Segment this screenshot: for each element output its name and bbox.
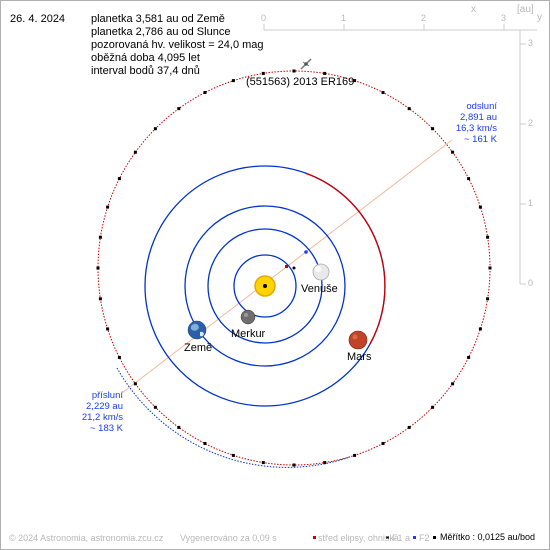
orbit-point-marker [133, 382, 137, 386]
x-tick-label: 1 [341, 13, 347, 23]
perihelion-label: přísluní 2,229 au 21,2 km/s ~ 183 K [82, 390, 123, 434]
orbit-point-marker [177, 425, 181, 429]
earth-orbit-marker [285, 265, 288, 268]
x-tick-label: 0 [261, 13, 267, 23]
orbit-point-marker [488, 266, 492, 270]
venus-label: Venuše [301, 283, 338, 295]
orbit-point-marker [486, 297, 490, 301]
earth-label: Země [184, 342, 213, 354]
orbit-point-marker [231, 79, 235, 83]
x-axis-ticks [263, 24, 505, 30]
mercury-orbit [233, 254, 297, 318]
orbit-point-marker [98, 235, 102, 239]
venus-icon [312, 263, 330, 281]
orbit-point-marker [431, 405, 435, 409]
x-tick-label: 3 [501, 13, 507, 23]
y-tick-label: 0 [528, 278, 534, 288]
unit-label: [au] [517, 4, 534, 15]
orbit-point-marker [431, 127, 435, 131]
date-label: 26. 4. 2024 [10, 13, 66, 25]
orbit-point-marker [203, 442, 207, 445]
aphelion-temperature: ~ 161 K [463, 134, 497, 145]
scale-label: Měřítko : 0,0125 au/bod [440, 532, 536, 542]
mars-label: Mars [347, 351, 372, 363]
orbit-point-marker [203, 91, 207, 94]
focus-f2-marker [304, 250, 308, 254]
orbit-point-marker [292, 69, 296, 73]
orbit-point-marker [451, 382, 455, 386]
orbit-point-marker [106, 205, 110, 209]
info-line-1: planetka 3,581 au od Země [91, 13, 225, 25]
legend-ellipse-center: střed elipsy, ohniska [318, 533, 399, 543]
orbit-point-marker [153, 127, 157, 131]
ellipse-center-marker [292, 266, 296, 270]
orbit-point-marker [467, 355, 471, 359]
aphelion-title: odsluní [466, 101, 497, 112]
orbit-point-marker [106, 327, 110, 331]
asteroid-position-icon [300, 58, 312, 70]
aphelion-speed: 16,3 km/s [455, 123, 497, 134]
orbit-point-marker [323, 71, 327, 75]
mercury-label: Merkur [231, 328, 266, 340]
scale-legend-marker [433, 536, 436, 539]
y-tick-label: 3 [528, 38, 534, 48]
orbit-point-marker [353, 453, 357, 457]
orbit-point-marker [478, 205, 482, 209]
mercury-icon [240, 309, 256, 325]
orbit-point-marker [451, 150, 455, 154]
y-axis-ticks [520, 43, 526, 285]
ellipse-center-legend-marker [313, 536, 316, 539]
orbit-point-marker [381, 91, 385, 94]
info-line-3: pozorovaná hv. velikost = 24,0 mag [91, 39, 264, 51]
aphelion-label: odsluní 2,891 au 16,3 km/s ~ 161 K [456, 101, 497, 145]
info-line-2: planetka 2,786 au od Slunce [91, 26, 231, 38]
orbit-point-marker [153, 405, 157, 409]
mars-orbit-red-arc [304, 172, 386, 345]
y-axis-label: y [537, 12, 542, 23]
orbit-point-marker [407, 425, 411, 429]
x-tick-label: 2 [421, 13, 427, 23]
f1-legend-marker [386, 536, 389, 539]
copyright-text: © 2024 Astronomia, astronomia.zcu.cz [9, 533, 164, 543]
orbit-point-marker [381, 442, 385, 445]
perihelion-distance: 2,229 au [86, 401, 123, 412]
orbit-point-marker [478, 327, 482, 331]
object-name: (551563) 2013 ER169 [246, 76, 355, 88]
venus-orbit [207, 228, 323, 344]
orbit-point-marker [261, 71, 265, 75]
perihelion-temperature: ~ 183 K [89, 423, 123, 434]
y-tick-label: 2 [528, 118, 534, 128]
asteroid-orbit-blue-arc [116, 367, 351, 468]
perihelion-title: přísluní [91, 390, 123, 401]
generated-time: Vygenerováno za 0,09 s [180, 533, 277, 543]
orbit-point-marker [98, 297, 102, 301]
legend-f1: F1 a [392, 533, 411, 543]
info-line-5: interval bodů 37,4 dnů [91, 65, 200, 77]
orbit-point-marker [117, 355, 121, 359]
info-line-4: oběžná doba 4,095 let [91, 52, 200, 64]
aphelion-distance: 2,891 au [460, 112, 497, 123]
orbit-point-marker [117, 177, 121, 181]
y-tick-label: 1 [528, 198, 534, 208]
orbit-point-marker [292, 463, 296, 467]
orbit-point-marker [177, 107, 181, 111]
orbit-point-marker [323, 461, 327, 465]
orbit-point-marker [96, 266, 100, 270]
orbit-point-marker [407, 107, 411, 111]
mars-icon [348, 330, 368, 350]
orbit-point-marker [133, 150, 137, 154]
orbit-point-marker [353, 79, 357, 83]
orbit-point-marker [261, 461, 265, 465]
asteroid-orbit-points [96, 69, 492, 467]
orbit-point-marker [467, 177, 471, 181]
x-axis-label: x [471, 4, 476, 15]
legend-f2: F2 [419, 533, 430, 543]
orbit-point-marker [486, 235, 490, 239]
earth-orbit [184, 205, 346, 367]
orbit-point-marker [231, 453, 235, 457]
f2-legend-marker [413, 536, 416, 539]
perihelion-speed: 21,2 km/s [81, 412, 123, 423]
